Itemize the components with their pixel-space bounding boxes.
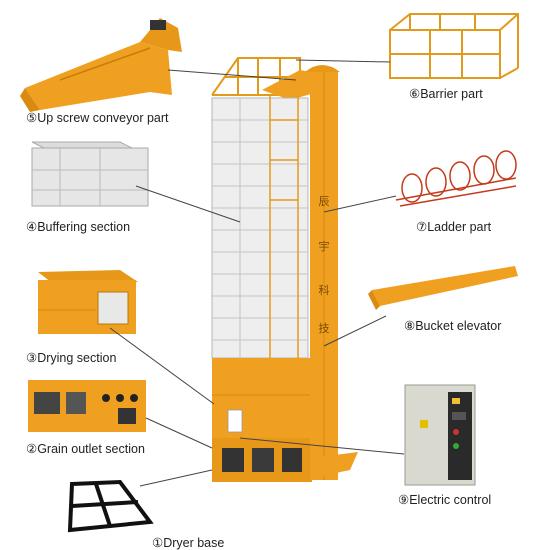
- leader-electric: [239, 437, 405, 455]
- label-buffering-section: ④Buffering section: [26, 220, 131, 234]
- label-barrier-part: ⑥Barrier part: [409, 87, 483, 101]
- part-up-screw-conveyor: [20, 18, 182, 112]
- tower-char-2: 宇: [319, 240, 330, 253]
- part-ladder: [395, 150, 517, 207]
- part-dryer-base: [67, 479, 154, 533]
- tower-char-4: 技: [319, 322, 330, 335]
- leader-lines: [109, 59, 405, 487]
- tower-top-conveyor: [262, 70, 320, 100]
- dryer-tower: 辰 宇 科 技: [211, 57, 358, 482]
- tower-char-1: 辰: [319, 195, 330, 208]
- leader-bucket: [323, 315, 387, 347]
- label-bucket-elevator: ⑧Bucket elevator: [404, 319, 502, 333]
- part-bucket-elevator: [368, 266, 518, 310]
- part-grain-outlet-section: [28, 380, 146, 432]
- tower-ladder: [269, 95, 299, 360]
- part-electric-control: [404, 384, 476, 486]
- part-buffering-section: [31, 141, 149, 207]
- leader-grain-outlet: [145, 417, 213, 449]
- tower-panel-lines: [212, 98, 308, 358]
- leader-buffering: [135, 185, 241, 223]
- part-drying-section: [38, 270, 138, 334]
- leader-up-screw: [167, 69, 297, 81]
- leader-ladder: [323, 195, 397, 213]
- part-barrier: [389, 13, 519, 79]
- tower-char-3: 科: [319, 283, 330, 297]
- tower-outlet-chute: [312, 452, 358, 478]
- label-drying-section: ③Drying section: [26, 351, 117, 365]
- label-ladder-part: ⑦Ladder part: [416, 220, 492, 234]
- tower-buffer-column: [211, 97, 309, 359]
- label-electric-control: ⑨Electric control: [398, 493, 492, 507]
- leader-drying: [109, 327, 215, 405]
- label-up-screw-conveyor: ⑤Up screw conveyor part: [26, 111, 169, 125]
- label-grain-outlet-section: ②Grain outlet section: [26, 442, 145, 456]
- leader-base: [139, 469, 213, 487]
- leader-barrier: [295, 59, 391, 63]
- label-dryer-base: ①Dryer base: [152, 536, 225, 550]
- tower-drying-column: [212, 358, 312, 438]
